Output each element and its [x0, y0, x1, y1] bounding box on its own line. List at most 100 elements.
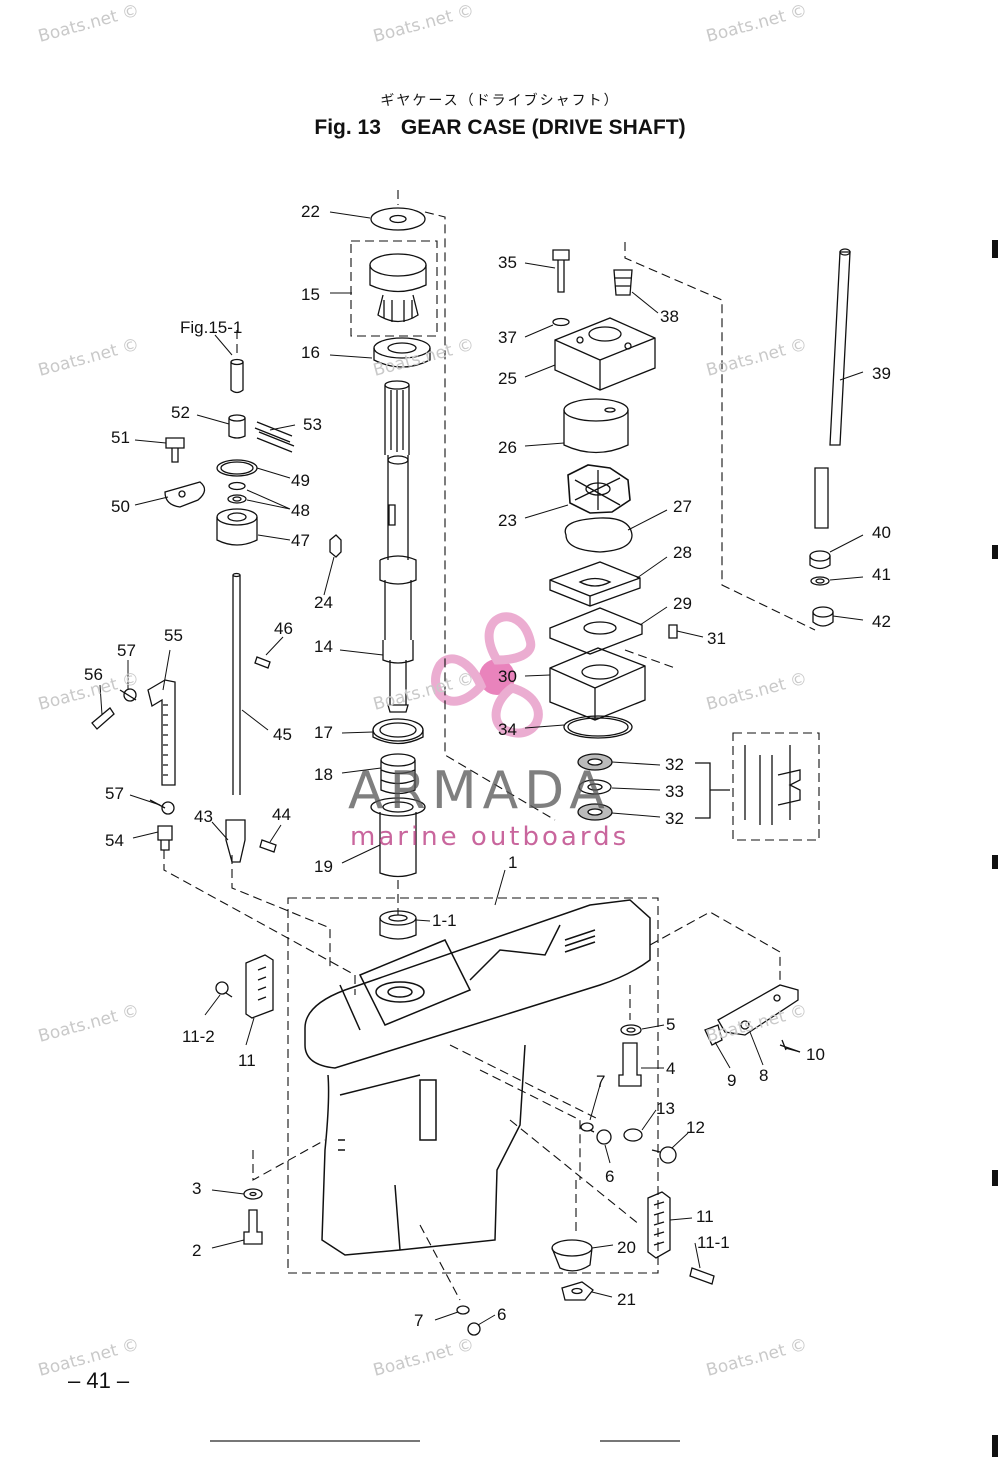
- callout-48: 48: [291, 501, 310, 520]
- sleeve-18: [380, 753, 416, 795]
- watermark: Boats.net ©: [371, 669, 476, 715]
- bolt-4: [618, 1042, 642, 1087]
- screw-12: [651, 1146, 677, 1164]
- callout-28: 28: [673, 543, 692, 562]
- watermark: Boats.net ©: [704, 1001, 809, 1047]
- washer-37: [552, 317, 570, 327]
- seal-detail: [695, 745, 801, 825]
- bolt-11-1: [689, 1267, 715, 1285]
- watermark: Boats.net ©: [704, 1, 809, 47]
- callout-31: 31: [707, 629, 726, 648]
- watermark: Boats.net ©: [36, 1, 141, 47]
- callout-52: 52: [171, 403, 190, 422]
- anode-11-upper: [245, 954, 274, 1019]
- figure-number: Fig. 13: [314, 116, 381, 139]
- callout-40: 40: [872, 523, 891, 542]
- callout-11-2: 11-2: [182, 1027, 215, 1046]
- washer-3: [243, 1188, 263, 1200]
- callout-1: 1: [508, 853, 517, 872]
- dowel-31: [668, 624, 678, 639]
- connector-52: [228, 414, 246, 439]
- callout-51: 51: [111, 428, 130, 447]
- callout-7-low: 7: [414, 1311, 423, 1330]
- callout-44: 44: [272, 805, 291, 824]
- leader-lines: [99, 211, 864, 1326]
- callout-12: 12: [686, 1118, 705, 1137]
- washer-22: [370, 207, 426, 231]
- guide-lines: [163, 190, 820, 1301]
- pin-44: [259, 839, 277, 853]
- callout-30: 30: [498, 667, 517, 686]
- rod-55: [147, 679, 176, 786]
- bolt-51: [165, 437, 185, 463]
- callout-11-lower: 11: [696, 1207, 714, 1226]
- watermark: Boats.net ©: [36, 335, 141, 381]
- callout-7-mid: 7: [596, 1072, 605, 1091]
- callout-6-mid: 6: [605, 1167, 614, 1186]
- callout-37: 37: [498, 328, 517, 347]
- watermark: Boats.net ©: [36, 1001, 141, 1047]
- connector-54: [157, 825, 173, 851]
- bearing-16: [373, 337, 431, 368]
- washer-7-low: [456, 1305, 470, 1315]
- callout-39: 39: [872, 364, 891, 383]
- o-ring-34: [563, 715, 633, 739]
- pinion-gear-15: [369, 253, 427, 323]
- o-ring-49: [216, 459, 258, 477]
- callout-13: 13: [656, 1099, 675, 1118]
- title-japanese: ギヤケース（ドライブシャフト）: [380, 93, 620, 109]
- callout-57-upper: 57: [117, 641, 136, 660]
- impeller-23: [567, 464, 631, 514]
- insert-cartridge-26: [563, 398, 629, 454]
- watermark: Boats.net ©: [371, 1335, 476, 1381]
- pump-housing-25: [554, 317, 656, 391]
- pump-base-30: [549, 647, 646, 721]
- callout-19: 19: [314, 857, 333, 876]
- callout-14: 14: [314, 637, 333, 656]
- callout-27: 27: [673, 497, 692, 516]
- callout-29: 29: [673, 594, 692, 613]
- callout-32-upper: 32: [665, 755, 684, 774]
- figure-caption: GEAR CASE (DRIVE SHAFT): [400, 116, 686, 139]
- clip-57-lower: [149, 799, 175, 815]
- clip-57-upper: [119, 688, 137, 702]
- callout-33: 33: [665, 782, 684, 801]
- figure-reference: Fig.15-1: [180, 318, 242, 337]
- drive-shaft-14: [379, 380, 417, 713]
- plate-50: [164, 481, 206, 508]
- watermarks: Boats.net © Boats.net © Boats.net © Boat…: [36, 1, 809, 1381]
- oil-seal-17: [372, 718, 424, 745]
- figure-title: Fig. 13 GEAR CASE (DRIVE SHAFT): [0, 116, 1000, 140]
- callout-17: 17: [314, 723, 333, 742]
- stud-56: [91, 707, 115, 730]
- callout-56: 56: [84, 665, 103, 684]
- plate-28: [549, 561, 641, 607]
- callout-38: 38: [660, 307, 679, 326]
- trim-tab-8: [717, 984, 799, 1036]
- nut-11-2: [215, 981, 233, 998]
- page-number: – 41 –: [68, 1368, 130, 1393]
- water-tube-39: [814, 248, 851, 529]
- callout-18: 18: [314, 765, 333, 784]
- callout-10: 10: [806, 1045, 825, 1064]
- callout-55: 55: [164, 626, 183, 645]
- callout-3: 3: [192, 1179, 201, 1198]
- nut-21: [561, 1281, 594, 1301]
- watermark: Boats.net ©: [371, 1, 476, 47]
- grommet-40: [809, 550, 831, 570]
- seals-32-33: [577, 753, 613, 821]
- callout-42: 42: [872, 612, 891, 631]
- callout-46: 46: [274, 619, 293, 638]
- washer-5: [620, 1024, 642, 1036]
- callout-57-lower: 57: [105, 784, 124, 803]
- callout-11-upper: 11: [238, 1051, 256, 1070]
- callout-49: 49: [291, 471, 310, 490]
- callout-24: 24: [314, 593, 333, 612]
- callout-26: 26: [498, 438, 517, 457]
- callout-53: 53: [303, 415, 322, 434]
- callout-11-1: 11-1: [697, 1233, 730, 1252]
- callout-16: 16: [301, 343, 320, 362]
- pin-46: [254, 656, 271, 669]
- screw-6-low: [467, 1322, 481, 1336]
- callout-45: 45: [273, 725, 292, 744]
